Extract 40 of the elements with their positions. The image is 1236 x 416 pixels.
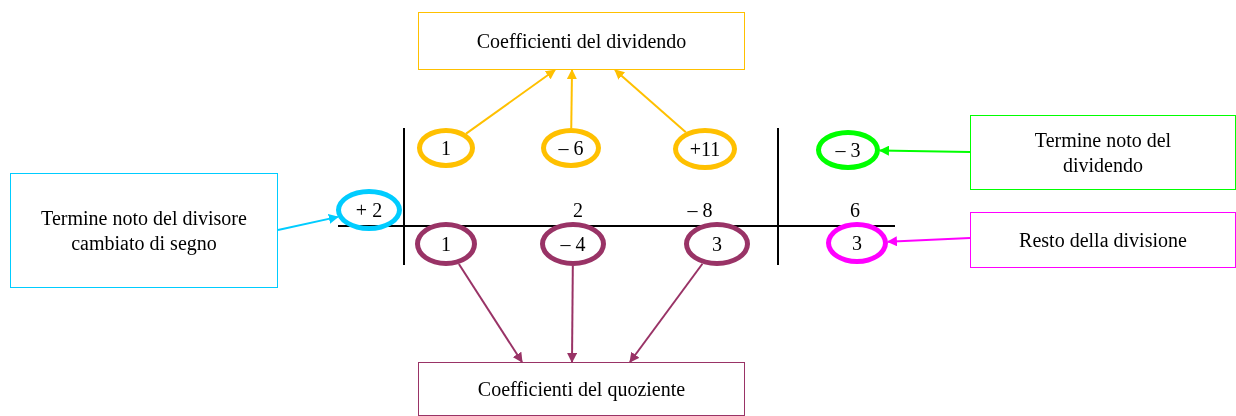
arrow	[614, 69, 687, 134]
coefficient-circle	[826, 222, 888, 264]
coefficient-value: 1	[441, 231, 451, 257]
coefficient-value: 3	[712, 231, 722, 257]
arrow	[886, 236, 971, 247]
coefficient-circle	[540, 222, 606, 266]
box-label: Resto della divisione	[1019, 227, 1187, 253]
coefficient-value: 6	[850, 198, 860, 222]
coefficient-value: – 3	[835, 137, 861, 163]
coefficient-value: 3	[852, 230, 862, 256]
box-label: Termine noto del dividendo	[1033, 127, 1173, 178]
box-label: Termine noto del divisore cambiato di segno	[40, 205, 248, 256]
label-box	[970, 212, 1236, 268]
coefficient-value: 2	[573, 198, 583, 222]
box-label: Coefficienti del dividendo	[476, 28, 687, 54]
coefficient-circle	[541, 128, 601, 168]
label-box	[10, 173, 278, 288]
coefficient-value: + 2	[355, 197, 383, 223]
coefficient-circle	[417, 128, 475, 168]
arrow	[879, 145, 971, 156]
arrow	[567, 265, 578, 363]
label-box	[418, 12, 745, 70]
arrow	[566, 69, 577, 129]
coefficient-circle	[673, 128, 737, 170]
coefficient-circle	[336, 189, 402, 231]
coefficient-circle	[684, 222, 750, 266]
label-box	[418, 362, 745, 416]
coefficient-circle	[816, 130, 880, 170]
box-label: Coefficienti del quoziente	[477, 376, 686, 402]
arrow	[457, 263, 523, 363]
arrow	[629, 262, 704, 363]
label-box	[970, 115, 1236, 190]
coefficient-value: – 4	[560, 231, 586, 257]
coefficient-value: – 8	[687, 198, 713, 222]
coefficient-value: – 6	[558, 135, 584, 161]
coefficient-circle	[415, 222, 477, 266]
coefficient-value: 1	[441, 135, 451, 161]
arrow	[277, 213, 339, 231]
coefficient-value: +11	[689, 136, 721, 162]
arrow	[465, 69, 556, 135]
